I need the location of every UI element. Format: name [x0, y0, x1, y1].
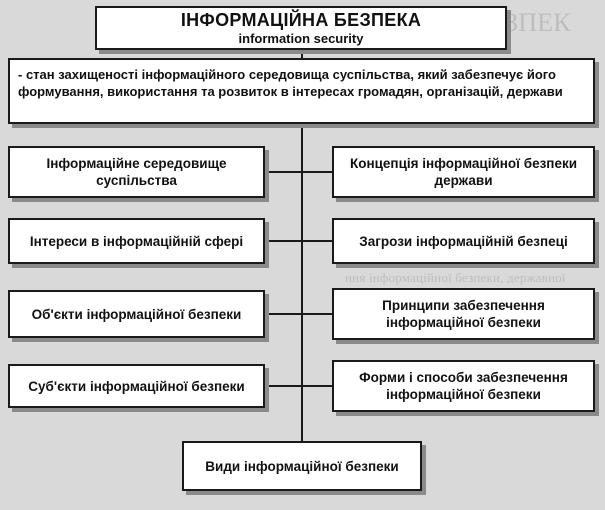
box-label: Об'єкти інформаційної безпеки [31, 306, 242, 322]
box-concept: Концепція інформаційної безпеки держави [332, 146, 595, 198]
diagram-subtitle: information security [238, 31, 364, 46]
box-forms-methods: Форми і способи забезпечення інформаційн… [332, 360, 595, 412]
definition-box: - стан захищеності інформаційного середо… [8, 58, 595, 124]
box-label: Принципи забезпечення інформаційної безп… [382, 298, 545, 330]
box-label: Концепція інформаційної безпеки держави [349, 156, 578, 188]
box-label: Суб'єкти інформаційної безпеки [28, 378, 245, 394]
box-label: Інтереси в інформаційній сфері [29, 233, 244, 249]
box-objects: Об'єкти інформаційної безпеки [8, 290, 265, 338]
box-label: Інформаційне середовище суспільства [46, 156, 227, 188]
box-principles: Принципи забезпечення інформаційної безп… [332, 288, 595, 340]
box-threats: Загрози інформаційній безпеці [332, 218, 595, 264]
box-label: Загрози інформаційній безпеці [359, 233, 568, 249]
background-text: ЗПЕК [505, 8, 571, 37]
box-label: Форми і способи забезпечення інформаційн… [359, 370, 568, 402]
box-information-environment: Інформаційне середовище суспільства [8, 146, 265, 198]
box-interests: Інтереси в інформаційній сфері [8, 218, 265, 264]
background-text: ння інформаційної безпеки, державної [345, 270, 566, 285]
box-subjects: Суб'єкти інформаційної безпеки [8, 364, 265, 408]
box-types: Види інформаційної безпеки [182, 441, 422, 491]
definition-text: - стан захищеності інформаційного середо… [18, 67, 563, 99]
title-box: ІНФОРМАЦІЙНА БЕЗПЕКА information securit… [95, 6, 507, 50]
box-label: Види інформаційної безпеки [205, 458, 399, 474]
diagram-title: ІНФОРМАЦІЙНА БЕЗПЕКА [180, 10, 422, 30]
